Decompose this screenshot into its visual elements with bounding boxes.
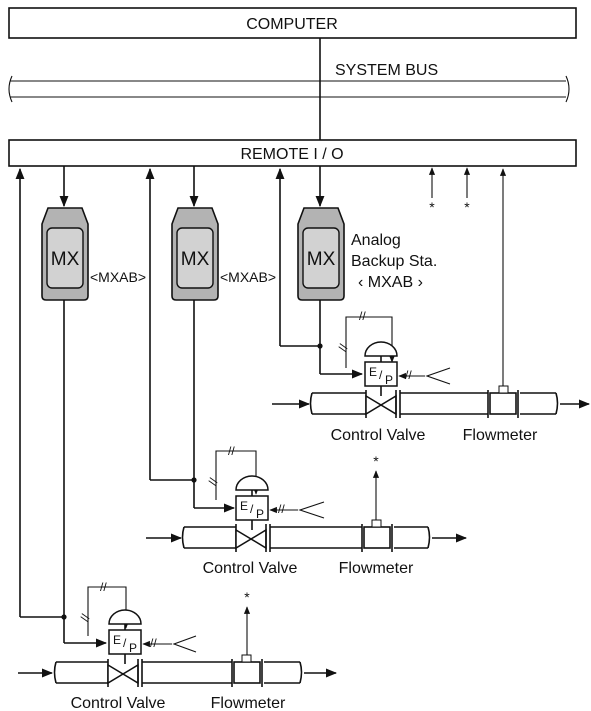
control-valve-2: [235, 528, 267, 550]
svg-text:/: /: [123, 636, 127, 650]
control-valve-label-1: Control Valve: [71, 695, 166, 711]
svg-text:/: /: [379, 368, 383, 382]
ep-converter-1: [108, 629, 142, 655]
svg-text:P: P: [385, 373, 393, 387]
control-valve-label-3: Control Valve: [331, 427, 426, 444]
analog-backup-line3: ‹ MXAB ›: [358, 274, 423, 291]
mx-station-2: MX: [171, 207, 219, 301]
station-2-label: MX: [181, 249, 210, 270]
loop-middle: MX <MXAB> // // E / P //: [145, 166, 468, 577]
control-valve-label-2: Control Valve: [203, 560, 298, 577]
flowmeter-label-1: Flowmeter: [211, 695, 286, 711]
svg-text://: //: [278, 502, 285, 516]
analog-backup-line1: Analog: [351, 232, 401, 249]
flowmeter-1: [233, 661, 261, 684]
svg-text://: //: [100, 580, 107, 594]
flowmeter-2: [363, 526, 391, 549]
svg-text:/: /: [250, 502, 254, 516]
svg-text://: //: [77, 612, 93, 624]
svg-text://: //: [205, 476, 221, 488]
computer-label: COMPUTER: [246, 16, 338, 33]
spare-inputs: * *: [428, 167, 470, 215]
flowmeter-label-2: Flowmeter: [339, 560, 414, 577]
svg-text:P: P: [129, 641, 137, 655]
svg-text:E: E: [113, 633, 121, 647]
svg-text://: //: [359, 309, 366, 323]
mxab-label-1: <MXAB>: [90, 269, 146, 285]
ep-converter-2: [235, 495, 269, 521]
actuator-2: [235, 475, 269, 491]
svg-text://: //: [405, 368, 412, 382]
mx-station-3: MX: [297, 207, 345, 301]
svg-text:P: P: [256, 507, 264, 521]
control-valve-3: [365, 394, 397, 416]
actuator-1: [108, 609, 142, 625]
system-bus: SYSTEM BUS: [8, 62, 570, 103]
mx-station-1: MX: [41, 207, 89, 301]
svg-text://: //: [150, 636, 157, 650]
flowmeter-label-3: Flowmeter: [463, 427, 538, 444]
flowmeter-3: [489, 392, 517, 415]
control-valve-1: [107, 663, 139, 685]
loop-upper: MX Analog Backup Sta. ‹ MXAB › // // E /…: [272, 166, 591, 444]
asterisk-4: *: [244, 589, 250, 605]
svg-text://: //: [228, 444, 235, 458]
svg-text:E: E: [240, 499, 248, 513]
station-1-label: MX: [51, 249, 80, 270]
remote-io-box: REMOTE I / O: [8, 139, 577, 167]
svg-text:E: E: [369, 365, 377, 379]
remote-io-label: REMOTE I / O: [240, 146, 343, 163]
station-3-label: MX: [307, 249, 336, 270]
loop-lower: MX <MXAB> // // E / P //: [15, 166, 338, 711]
asterisk-2: *: [464, 199, 470, 215]
asterisk-1: *: [429, 199, 435, 215]
system-bus-label: SYSTEM BUS: [335, 62, 438, 79]
mxab-label-2: <MXAB>: [220, 269, 276, 285]
computer-box: COMPUTER: [8, 7, 577, 39]
actuator-3: [364, 341, 398, 357]
svg-text://: //: [335, 342, 351, 354]
analog-backup-line2: Backup Sta.: [351, 253, 437, 270]
asterisk-3: *: [373, 453, 379, 469]
